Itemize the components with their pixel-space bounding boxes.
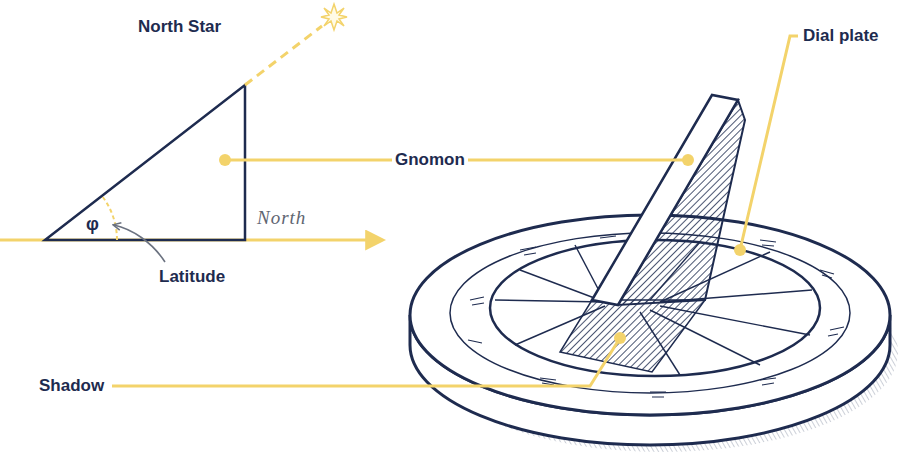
angle-label: Latitude <box>156 267 228 287</box>
star-label: North Star <box>135 17 224 37</box>
part-label: Gnomon <box>392 150 468 170</box>
angle-symbol: φ <box>86 214 99 236</box>
direction-label: North <box>254 207 309 230</box>
leader-dots <box>219 154 746 344</box>
part-label: Shadow <box>36 376 107 396</box>
sundial-body <box>410 95 890 445</box>
leader-lines <box>112 36 798 386</box>
star-icon <box>321 4 347 30</box>
part-label: Dial plate <box>800 26 882 46</box>
dial-shadow <box>560 300 705 372</box>
gnomon-edge <box>592 95 738 305</box>
latitude-triangle <box>0 26 382 262</box>
